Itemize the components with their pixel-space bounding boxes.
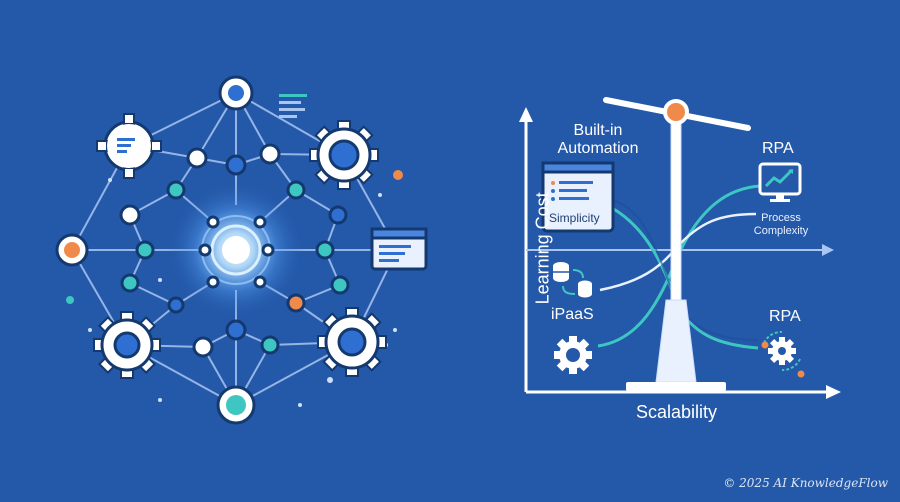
node-small [253,275,267,289]
node-small [192,336,214,358]
ipaas-label: iPaaS [551,306,594,323]
node-small [119,204,141,226]
node-small [225,319,247,341]
hub-core [222,236,250,264]
y-axis [519,107,533,392]
simplicity-card-label: Simplicity [549,211,600,225]
built-in-label-line1: Built-in [573,122,623,139]
node-small [120,273,140,293]
node-small [198,243,212,257]
hub-ring [210,224,262,276]
network-diagram [55,75,428,425]
gear-icon [96,113,162,179]
node-small [225,154,247,176]
node-small [315,240,335,260]
rpa-top-label: RPA [762,140,794,157]
gear-cycle-icon [761,330,805,378]
balance-scale-icon [603,97,751,391]
tradeoff-diagram [519,97,841,399]
gear-icon [554,336,592,374]
network-nodes [55,75,350,425]
node-small [259,143,281,165]
process-label-line1: Process [761,212,801,224]
process-label-line2: Complexity [753,225,809,237]
node-small [286,180,306,200]
text-lines-icon [279,94,307,118]
node-small [261,243,275,257]
gear-icon [317,307,387,377]
node-small [253,215,267,229]
node-small [206,215,220,229]
node-small [328,205,348,225]
built-in-label-line2: Automation [557,140,639,157]
y-axis-label: Learning Cost [532,192,553,305]
database-icon [553,262,592,298]
gear-icon [309,120,379,190]
x-axis-label: Scalability [636,402,718,422]
node-small [186,147,208,169]
node-small [167,296,185,314]
node-small [330,275,350,295]
decorative-dots [66,170,403,407]
copyright-footer: © 2025 AI KnowledgeFlow [723,476,888,490]
node-small [206,275,220,289]
node-small [260,335,280,355]
monitor-chart-icon [758,162,802,202]
simplicity-card [541,161,615,233]
rpa-bottom-label: RPA [769,308,801,325]
browser-window-icon [370,227,428,271]
node-small [135,240,155,260]
gear-icon [93,311,161,379]
node-small [286,293,306,313]
node-small [166,180,186,200]
x-axis [526,385,841,399]
